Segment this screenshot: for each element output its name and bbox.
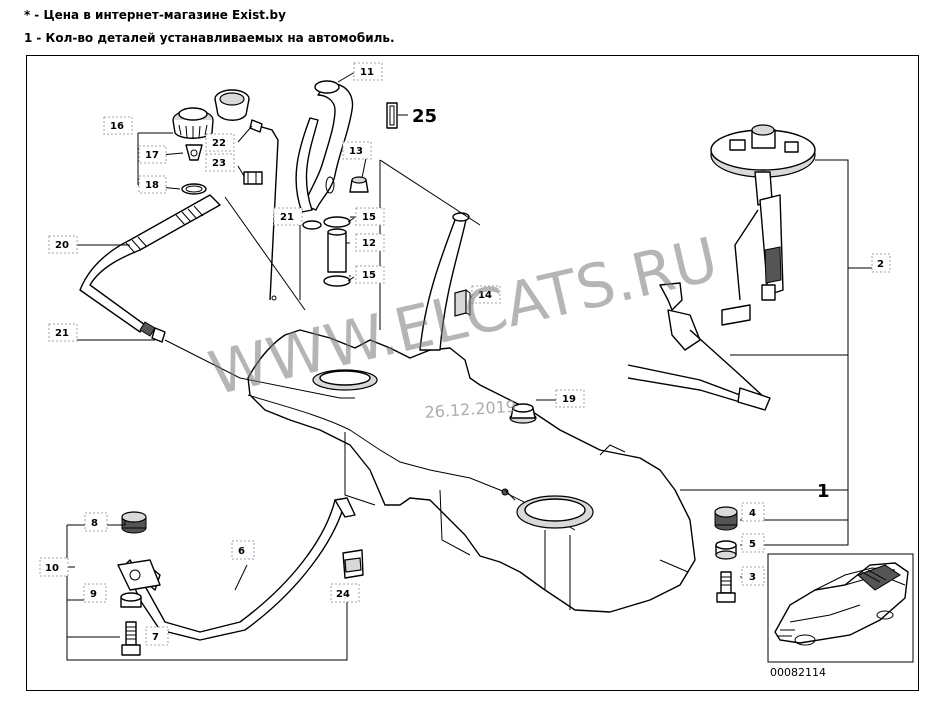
fuel-tank (247, 329, 696, 613)
rubber-mount-4 (714, 506, 738, 531)
callout-25[interactable]: 25 (412, 106, 437, 127)
insert-14 (454, 289, 471, 317)
callout-2[interactable]: 2 (877, 259, 884, 270)
tank-strap (124, 497, 356, 641)
callout-10[interactable]: 10 (45, 563, 59, 574)
hose-clamp-lower (323, 275, 355, 287)
callout-18[interactable]: 18 (145, 180, 159, 191)
vehicle-inset (767, 553, 914, 663)
fuel-cap (172, 107, 214, 139)
grommet-13 (349, 176, 369, 193)
level-sender (627, 282, 771, 411)
callout-21-lower[interactable]: 21 (55, 328, 69, 339)
hose-clamp-upper (323, 216, 355, 228)
callout-4[interactable]: 4 (749, 508, 756, 519)
washer-5 (715, 540, 737, 560)
callout-7[interactable]: 7 (152, 632, 159, 643)
callout-21-upper[interactable]: 21 (280, 212, 294, 223)
callout-16[interactable]: 16 (110, 121, 124, 132)
callout-6[interactable]: 6 (238, 546, 245, 557)
callout-19[interactable]: 19 (562, 394, 576, 405)
callout-23[interactable]: 23 (212, 158, 226, 169)
seal-25 (386, 102, 398, 129)
bracket-plate (117, 559, 161, 591)
callout-9[interactable]: 9 (90, 589, 97, 600)
callout-20[interactable]: 20 (55, 240, 69, 251)
legend-quantity: 1- Кол-во деталей устанавливаемых на авт… (24, 31, 395, 45)
hose-clamp-21-upper (302, 220, 322, 230)
legend-star-mark: * (24, 8, 31, 22)
cap-ring (181, 183, 207, 195)
callout-13[interactable]: 13 (349, 146, 363, 157)
hose-clip-23 (243, 171, 263, 185)
legend-qty-mark: 1 (24, 31, 33, 45)
legend-qty-text: - Кол-во деталей устанавливаемых на авто… (36, 31, 395, 45)
breather-hose (295, 80, 354, 213)
filler-pipe (79, 194, 221, 343)
fuel-pump-module (710, 124, 816, 326)
callout-22[interactable]: 22 (212, 138, 226, 149)
rubber-mount-8 (121, 511, 147, 534)
callout-14[interactable]: 14 (478, 290, 492, 301)
legend-price-text: - Цена в интернет-магазине Exist.by (34, 8, 286, 22)
cap-retainer (185, 144, 203, 161)
bolt-3 (716, 571, 736, 603)
hose-tube (327, 228, 347, 273)
callout-12[interactable]: 12 (362, 238, 376, 249)
plug-19 (509, 403, 537, 424)
filler-cup (214, 89, 250, 121)
callout-24[interactable]: 24 (336, 589, 350, 600)
callout-15-lower[interactable]: 15 (362, 270, 376, 281)
washer-9 (120, 592, 142, 608)
diagram-frame (26, 55, 919, 691)
callout-17[interactable]: 17 (145, 150, 159, 161)
callout-8[interactable]: 8 (91, 518, 98, 529)
bolt-7 (121, 621, 141, 656)
callout-5[interactable]: 5 (749, 539, 756, 550)
diagram-code: 00082114 (770, 666, 826, 679)
callout-labels: 16 17 18 22 23 20 21 21 11 13 15 12 15 2… (39, 62, 891, 646)
callout-15-upper[interactable]: 15 (362, 212, 376, 223)
callout-3[interactable]: 3 (749, 572, 756, 583)
clip-24 (342, 549, 364, 579)
callout-11[interactable]: 11 (360, 67, 374, 78)
callout-1[interactable]: 1 (817, 481, 830, 502)
legend-price: *- Цена в интернет-магазине Exist.by (24, 8, 286, 22)
